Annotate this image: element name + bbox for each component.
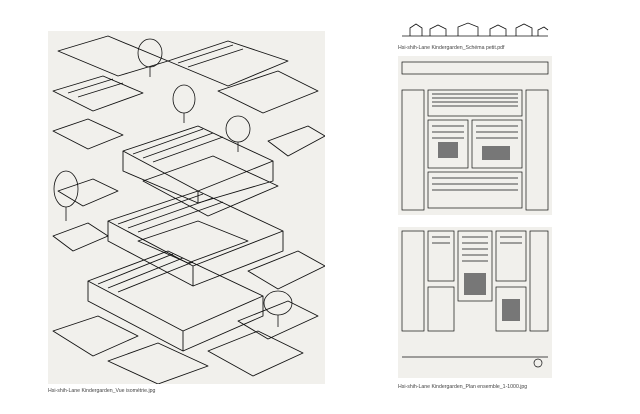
isometric-image[interactable]	[48, 31, 325, 384]
site-plan-drawing	[401, 230, 549, 368]
site-plan-image-bottom[interactable]	[398, 227, 552, 378]
isometric-drawing	[52, 35, 325, 384]
image-caption: Hsi-shih-Lane Kindergarden_Plan ensemble…	[398, 384, 528, 390]
site-plan-image-top[interactable]	[398, 56, 552, 215]
elevation-image[interactable]	[398, 16, 552, 42]
site-plan-drawing	[401, 61, 549, 211]
elevation-drawing	[402, 22, 549, 37]
image-caption: Hsi-shih-Lane Kindergarden_Schéma petit.…	[398, 45, 505, 51]
image-caption: Hsi-shih-Lane Kindergarden_Vue isométrie…	[48, 388, 156, 394]
